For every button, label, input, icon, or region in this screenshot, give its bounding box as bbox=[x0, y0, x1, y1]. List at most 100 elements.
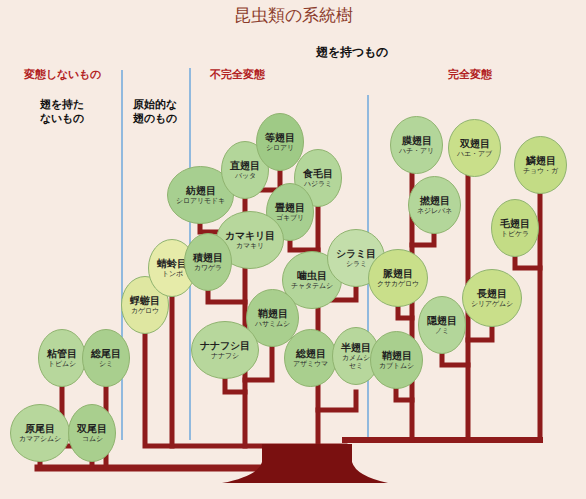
branch bbox=[412, 234, 434, 245]
order-leaf: 鞘翅目カブトムシ bbox=[370, 331, 423, 389]
example-insect: トンボ bbox=[162, 270, 183, 278]
order-leaf: 脈翅目クサカゲロウ bbox=[368, 249, 428, 307]
order-leaf: 毛翅目トビケラ bbox=[491, 199, 539, 257]
order-name: 総尾目 bbox=[91, 348, 121, 360]
leaf-ellipse bbox=[391, 117, 443, 174]
order-leaf: 隠翅目ノミ bbox=[418, 296, 466, 354]
example-insect: カメムシ セミ bbox=[342, 354, 370, 370]
order-name: 脈翅目 bbox=[383, 268, 413, 280]
order-leaf: 膜翅目ハチ・アリ bbox=[390, 116, 443, 174]
order-leaf: 積翅目カワゲラ bbox=[184, 233, 232, 291]
leaf-ellipse bbox=[192, 322, 259, 379]
metamorphosis-label: 変態しないもの bbox=[24, 68, 101, 82]
order-name: 等翅目 bbox=[265, 132, 295, 144]
order-name: シラミ目 bbox=[336, 248, 376, 260]
order-leaf: 撚翅目ネジレバネ bbox=[408, 176, 461, 234]
wing-group-label: 翅を持つもの bbox=[316, 45, 388, 60]
order-name: 隠翅目 bbox=[427, 315, 457, 327]
order-name: 蜉蝣目 bbox=[130, 295, 160, 307]
diagram-title: 昆虫類の系統樹 bbox=[234, 4, 353, 27]
order-name: 双尾目 bbox=[77, 423, 107, 435]
leaf-ellipse bbox=[371, 332, 423, 389]
example-insect: アザミウマ bbox=[293, 360, 328, 368]
branch bbox=[290, 241, 318, 250]
order-name: 粘管目 bbox=[47, 348, 77, 360]
example-insect: カマキリ bbox=[236, 242, 264, 250]
leaf-ellipse bbox=[83, 330, 130, 387]
leaf-ellipse bbox=[39, 330, 86, 387]
branch bbox=[468, 327, 492, 340]
example-insect: ハジラミ bbox=[304, 180, 332, 188]
example-insect: ネジレバネ bbox=[417, 207, 452, 215]
example-insect: シロアリ bbox=[266, 144, 294, 152]
order-name: 直翅目 bbox=[230, 160, 260, 172]
trunk bbox=[222, 444, 388, 483]
divider-line bbox=[121, 70, 123, 440]
branch bbox=[398, 307, 412, 318]
order-leaf: 総翅目アザミウマ bbox=[284, 329, 337, 387]
branch bbox=[170, 296, 175, 446]
example-insect: チャタテムシ bbox=[291, 282, 333, 290]
example-insect: バッタ bbox=[235, 172, 256, 180]
example-insect: シミ bbox=[99, 360, 113, 368]
leaf-ellipse bbox=[463, 270, 522, 327]
leaf-ellipse bbox=[257, 114, 304, 171]
order-name: 膜翅目 bbox=[402, 135, 432, 147]
group-label: 原始的な 翅のもの bbox=[133, 98, 177, 126]
order-name: 双翅目 bbox=[460, 138, 490, 150]
leaf-ellipse bbox=[409, 177, 461, 234]
leaf-ellipse bbox=[492, 200, 539, 257]
order-name: カマキリ目 bbox=[225, 230, 275, 242]
order-leaf: 等翅目シロアリ bbox=[256, 113, 304, 171]
leaf-ellipse bbox=[419, 297, 466, 354]
leaf-ellipse bbox=[69, 405, 116, 462]
order-name: 鞘翅目 bbox=[382, 350, 412, 362]
example-insect: シロアリモドキ bbox=[176, 197, 225, 205]
leaf-ellipse bbox=[449, 120, 501, 177]
order-leaf: 原尾目カマアシムシ bbox=[10, 404, 70, 462]
leaf-ellipse bbox=[185, 234, 232, 291]
order-leaf: 総尾目シミ bbox=[82, 329, 130, 387]
order-name: 半翅目 bbox=[341, 342, 371, 354]
order-name: 食毛目 bbox=[303, 168, 333, 180]
order-name: 原尾目 bbox=[25, 423, 55, 435]
example-insect: カワゲラ bbox=[194, 264, 222, 272]
order-name: 積翅目 bbox=[193, 252, 223, 264]
order-name: 鞘翅目 bbox=[258, 308, 288, 320]
order-name: 総翅目 bbox=[296, 348, 326, 360]
example-insect: ハエ・アブ bbox=[457, 150, 492, 158]
metamorphosis-label: 不完全変態 bbox=[210, 68, 265, 82]
order-leaf: ナナフシ目ナナフシ bbox=[191, 321, 259, 379]
order-leaf: 双翅目ハエ・アブ bbox=[448, 119, 501, 177]
branch bbox=[225, 379, 245, 392]
order-name: ナナフシ目 bbox=[200, 340, 250, 352]
order-name: 長翅目 bbox=[477, 288, 507, 300]
example-insect: カゲロウ bbox=[131, 307, 159, 315]
example-insect: シラミ bbox=[346, 260, 367, 268]
example-insect: ナナフシ bbox=[211, 352, 239, 360]
branch bbox=[442, 354, 468, 365]
example-insect: シリアゲムシ bbox=[471, 300, 513, 308]
order-leaf: 鱗翅目チョウ・ガ bbox=[514, 136, 567, 194]
order-name: 毛翅目 bbox=[500, 218, 530, 230]
order-name: 紡翅目 bbox=[186, 185, 216, 197]
example-insect: カマアシムシ bbox=[19, 435, 61, 443]
example-insect: トビムシ bbox=[48, 360, 76, 368]
order-name: 鱗翅目 bbox=[526, 155, 556, 167]
order-name: 噛虫目 bbox=[297, 270, 327, 282]
example-insect: ノミ bbox=[435, 327, 449, 335]
branch bbox=[318, 392, 356, 410]
branch bbox=[208, 291, 245, 302]
order-leaf: 双尾目コムシ bbox=[68, 404, 116, 462]
order-leaf: 粘管目トビムシ bbox=[38, 329, 86, 387]
branch bbox=[40, 460, 92, 468]
leaf-ellipse bbox=[11, 405, 70, 462]
example-insect: カブトムシ bbox=[379, 362, 414, 370]
example-insect: チョウ・ガ bbox=[523, 167, 558, 175]
branch bbox=[396, 389, 412, 400]
order-name: 蜻蛉目 bbox=[157, 258, 187, 270]
leaf-ellipse bbox=[515, 137, 567, 194]
order-name: 畳翅目 bbox=[275, 202, 305, 214]
leaf-ellipse bbox=[285, 330, 337, 387]
